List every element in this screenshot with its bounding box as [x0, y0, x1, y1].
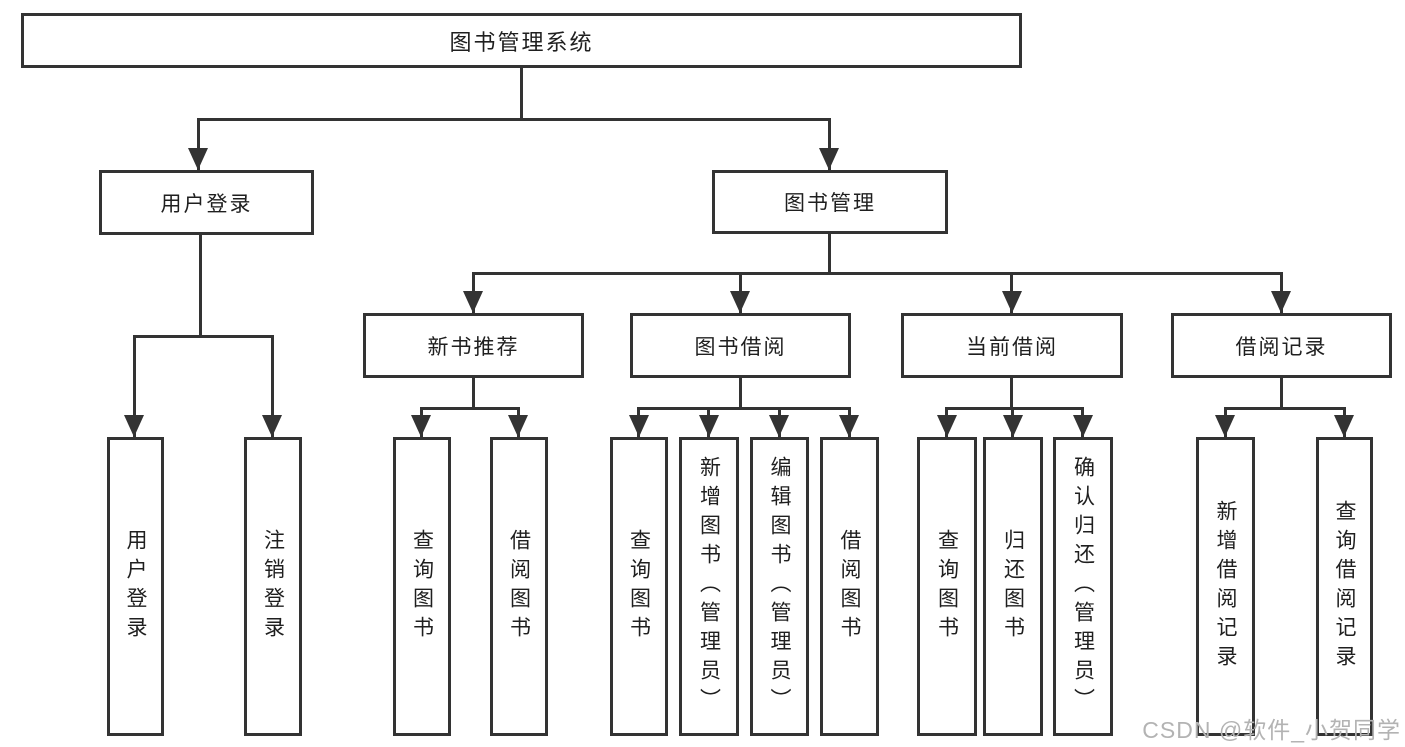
arrowhead-icon — [1003, 415, 1023, 437]
node-user-login: 用户登录 — [99, 170, 314, 235]
node-new-book-recommend: 新书推荐 — [363, 313, 584, 378]
arrowhead-icon — [819, 148, 839, 170]
connector-bar — [946, 407, 1084, 410]
connector-shaft — [133, 335, 136, 437]
leaf-query-book: 查询图书 — [917, 437, 977, 736]
arrowhead-icon — [262, 415, 282, 437]
arrowhead-icon — [1002, 291, 1022, 313]
connector-level3-bar — [472, 272, 1283, 275]
arrowhead-icon — [629, 415, 649, 437]
leaf-logout-label: 注销登录 — [261, 528, 285, 645]
connector-level2-bar — [197, 118, 831, 121]
leaf-label: 确认归还（管理员） — [1071, 456, 1095, 717]
arrowhead-icon — [188, 148, 208, 170]
connector-stem — [1280, 378, 1283, 407]
node-current-borrowing: 当前借阅 — [901, 313, 1123, 378]
leaf-label: 借阅图书 — [507, 528, 531, 645]
leaf-user-login-label: 用户登录 — [124, 528, 147, 645]
leaf-label: 归还图书 — [1001, 528, 1025, 645]
arrowhead-icon — [1271, 291, 1291, 313]
connector-bar — [1224, 407, 1346, 410]
connector-root-stem — [520, 68, 523, 118]
connector-book-management-stem — [828, 234, 831, 272]
connector-stem — [739, 378, 742, 407]
leaf-label: 查询图书 — [935, 528, 959, 645]
node-book-borrowing-label: 图书借阅 — [694, 335, 787, 359]
leaf-query-book: 查询图书 — [393, 437, 451, 736]
connector-bar — [420, 407, 520, 410]
arrowhead-icon — [463, 291, 483, 313]
node-borrow-records-label: 借阅记录 — [1235, 335, 1328, 359]
connector-bar — [638, 407, 850, 410]
arrowhead-icon — [839, 415, 859, 437]
arrowhead-icon — [937, 415, 957, 437]
node-current-borrowing-label: 当前借阅 — [966, 335, 1058, 359]
arrowhead-icon — [508, 415, 528, 437]
leaf-edit-book-admin: 编辑图书（管理员） — [750, 437, 809, 736]
node-new-book-recommend-label: 新书推荐 — [427, 335, 520, 359]
arrowhead-icon — [124, 415, 144, 437]
leaf-return-book: 归还图书 — [983, 437, 1043, 736]
node-book-borrowing: 图书借阅 — [630, 313, 851, 378]
csdn-watermark: CSDN @软件_小贺同学 — [1142, 717, 1401, 743]
connector-shaft — [197, 118, 200, 170]
arrowhead-icon — [730, 291, 750, 313]
node-root: 图书管理系统 — [21, 13, 1022, 68]
leaf-user-login: 用户登录 — [107, 437, 164, 736]
leaf-label: 查询图书 — [627, 528, 651, 645]
node-book-management-label: 图书管理 — [784, 192, 876, 215]
leaf-label: 编辑图书（管理员） — [768, 456, 791, 717]
leaf-borrow-book: 借阅图书 — [820, 437, 879, 736]
connector-stem — [472, 378, 475, 407]
arrowhead-icon — [1334, 415, 1354, 437]
node-user-login-label: 用户登录 — [160, 192, 253, 216]
arrowhead-icon — [769, 415, 789, 437]
leaf-query-borrow-record: 查询借阅记录 — [1316, 437, 1373, 736]
connector-user-login-bar — [133, 335, 274, 338]
node-root-label: 图书管理系统 — [449, 29, 594, 55]
leaf-add-borrow-record: 新增借阅记录 — [1196, 437, 1255, 736]
leaf-label: 新增图书（管理员） — [697, 456, 721, 717]
arrowhead-icon — [699, 415, 719, 437]
arrowhead-icon — [1073, 415, 1093, 437]
leaf-label: 查询借阅记录 — [1333, 499, 1356, 674]
leaf-label: 查询图书 — [410, 528, 434, 645]
leaf-label: 新增借阅记录 — [1214, 499, 1237, 674]
node-book-management: 图书管理 — [712, 170, 948, 234]
leaf-add-book-admin: 新增图书（管理员） — [679, 437, 739, 736]
connector-shaft — [271, 335, 274, 437]
arrowhead-icon — [1215, 415, 1235, 437]
connector-shaft — [828, 118, 831, 170]
connector-stem — [1010, 378, 1013, 407]
connector-user-login-stem — [199, 235, 202, 335]
leaf-query-book: 查询图书 — [610, 437, 668, 736]
leaf-label: 借阅图书 — [838, 528, 861, 645]
leaf-confirm-return-admin: 确认归还（管理员） — [1053, 437, 1113, 736]
leaf-logout: 注销登录 — [244, 437, 302, 736]
arrowhead-icon — [411, 415, 431, 437]
leaf-borrow-book: 借阅图书 — [490, 437, 548, 736]
node-borrow-records: 借阅记录 — [1171, 313, 1392, 378]
